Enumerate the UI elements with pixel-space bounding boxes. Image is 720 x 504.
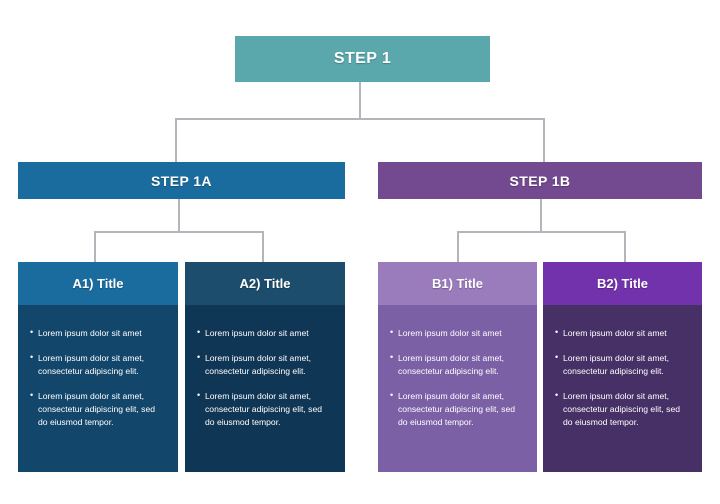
connector-card-a1-drop xyxy=(94,231,96,263)
connector-root-stem xyxy=(359,82,361,119)
list-item: Lorem ipsum dolor sit amet, consectetur … xyxy=(30,389,166,429)
list-item: Lorem ipsum dolor sit amet, consectetur … xyxy=(197,389,333,429)
node-step-1[interactable]: STEP 1 xyxy=(235,36,490,82)
list-item: Lorem ipsum dolor sit amet xyxy=(197,326,333,340)
card-b1-body: Lorem ipsum dolor sit amet Lorem ipsum d… xyxy=(378,305,537,472)
connector-card-a2-drop xyxy=(262,231,264,263)
card-a2-title: A2) Title xyxy=(239,276,291,291)
connector-card-b-bus xyxy=(457,231,626,233)
connector-branch-a-drop xyxy=(175,118,177,163)
connector-branch-bus xyxy=(175,118,545,120)
list-item: Lorem ipsum dolor sit amet xyxy=(30,326,166,340)
node-step-1b[interactable]: STEP 1B xyxy=(378,162,702,199)
list-item: Lorem ipsum dolor sit amet, consectetur … xyxy=(555,389,690,429)
connector-branch-b-stem xyxy=(540,199,542,232)
list-item: Lorem ipsum dolor sit amet xyxy=(390,326,525,340)
list-item: Lorem ipsum dolor sit amet, consectetur … xyxy=(555,351,690,378)
card-b1-header: B1) Title xyxy=(378,262,537,305)
card-b2-header: B2) Title xyxy=(543,262,702,305)
card-a2-body: Lorem ipsum dolor sit amet Lorem ipsum d… xyxy=(185,305,345,472)
list-item: Lorem ipsum dolor sit amet, consectetur … xyxy=(30,351,166,378)
list-item: Lorem ipsum dolor sit amet, consectetur … xyxy=(390,351,525,378)
list-item: Lorem ipsum dolor sit amet, consectetur … xyxy=(197,351,333,378)
list-item: Lorem ipsum dolor sit amet xyxy=(555,326,690,340)
card-a2[interactable]: A2) Title Lorem ipsum dolor sit amet Lor… xyxy=(185,262,345,472)
card-a1-header: A1) Title xyxy=(18,262,178,305)
card-b2-bullet-list: Lorem ipsum dolor sit amet Lorem ipsum d… xyxy=(555,326,690,429)
node-step-1b-label: STEP 1B xyxy=(509,172,571,189)
card-b1-title: B1) Title xyxy=(431,276,484,291)
node-step-1a-label: STEP 1A xyxy=(151,172,212,189)
card-a1-title: A1) Title xyxy=(72,276,124,291)
connector-card-b1-drop xyxy=(457,231,459,263)
node-step-1-label: STEP 1 xyxy=(333,50,392,67)
node-step-1a[interactable]: STEP 1A xyxy=(18,162,345,199)
list-item: Lorem ipsum dolor sit amet, consectetur … xyxy=(390,389,525,429)
connector-card-b2-drop xyxy=(624,231,626,263)
card-b1-bullet-list: Lorem ipsum dolor sit amet Lorem ipsum d… xyxy=(390,326,525,429)
card-a1-bullet-list: Lorem ipsum dolor sit amet Lorem ipsum d… xyxy=(30,326,166,429)
connector-branch-b-drop xyxy=(543,118,545,163)
connector-card-a-bus xyxy=(94,231,264,233)
card-a2-header: A2) Title xyxy=(185,262,345,305)
card-b2[interactable]: B2) Title Lorem ipsum dolor sit amet Lor… xyxy=(543,262,702,472)
card-a1[interactable]: A1) Title Lorem ipsum dolor sit amet Lor… xyxy=(18,262,178,472)
connector-branch-a-stem xyxy=(178,199,180,232)
card-b2-title: B2) Title xyxy=(596,276,649,291)
card-b2-body: Lorem ipsum dolor sit amet Lorem ipsum d… xyxy=(543,305,702,472)
card-b1[interactable]: B1) Title Lorem ipsum dolor sit amet Lor… xyxy=(378,262,537,472)
card-a2-bullet-list: Lorem ipsum dolor sit amet Lorem ipsum d… xyxy=(197,326,333,429)
card-a1-body: Lorem ipsum dolor sit amet Lorem ipsum d… xyxy=(18,305,178,472)
